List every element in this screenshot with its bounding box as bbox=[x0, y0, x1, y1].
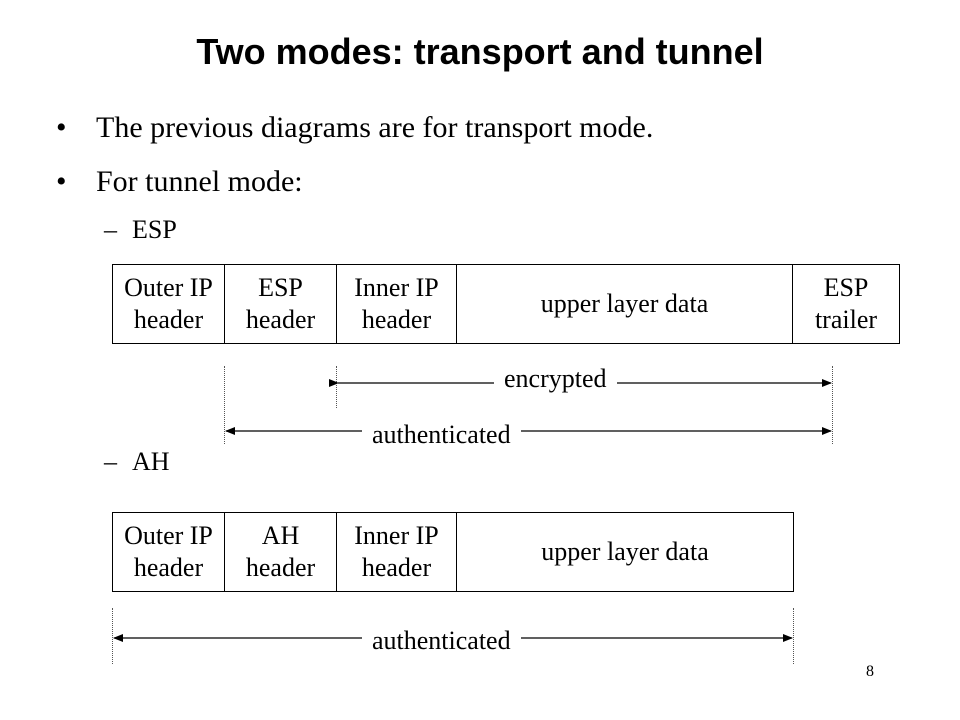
bullet-text: For tunnel mode: bbox=[96, 165, 303, 198]
sub-bullet-label: AH bbox=[132, 447, 170, 476]
field-label: upper layer data bbox=[541, 537, 709, 566]
encrypted-label: encrypted bbox=[494, 364, 617, 394]
esp-packet-diagram: Outer IP header ESP header Inner IP head… bbox=[112, 264, 900, 344]
esp-authenticated-label: authenticated bbox=[362, 420, 521, 450]
bullet-dot: • bbox=[56, 111, 67, 144]
esp-field-esp-trailer: ESP trailer bbox=[793, 265, 899, 343]
dotted-guide-line bbox=[112, 608, 113, 664]
bullet-dot: • bbox=[56, 165, 67, 198]
dotted-guide-line bbox=[793, 608, 794, 664]
dash-marker: – bbox=[104, 447, 117, 476]
sub-bullet-esp: –ESP bbox=[104, 214, 177, 246]
ah-field-upper-layer-data: upper layer data bbox=[457, 513, 793, 591]
ah-field-inner-ip-header: Inner IP header bbox=[337, 513, 457, 591]
field-label: Outer IP header bbox=[124, 273, 213, 334]
sub-bullet-ah: –AH bbox=[104, 446, 170, 478]
field-label: upper layer data bbox=[540, 289, 709, 318]
esp-field-outer-ip-header: Outer IP header bbox=[113, 265, 225, 343]
dotted-guide-line bbox=[832, 366, 833, 444]
slide-title: Two modes: transport and tunnel bbox=[196, 31, 764, 72]
sub-bullet-label: ESP bbox=[132, 215, 177, 244]
esp-field-upper-layer-data: upper layer data bbox=[457, 265, 793, 343]
field-label: Outer IP header bbox=[124, 521, 213, 582]
page-number: 8 bbox=[866, 663, 874, 680]
esp-field-esp-header: ESP header bbox=[225, 265, 337, 343]
field-label: AH header bbox=[245, 521, 316, 582]
dotted-guide-line bbox=[336, 366, 337, 408]
ah-authenticated-label: authenticated bbox=[362, 626, 521, 656]
dash-marker: – bbox=[104, 215, 117, 244]
esp-field-inner-ip-header: Inner IP header bbox=[337, 265, 457, 343]
field-label: Inner IP header bbox=[354, 273, 439, 334]
ah-field-outer-ip-header: Outer IP header bbox=[113, 513, 225, 591]
dotted-guide-line bbox=[224, 366, 225, 444]
ah-packet-diagram: Outer IP header AH header Inner IP heade… bbox=[112, 512, 794, 592]
bullet-text: The previous diagrams are for transport … bbox=[96, 111, 654, 144]
ah-field-ah-header: AH header bbox=[225, 513, 337, 591]
field-label: Inner IP header bbox=[354, 521, 439, 582]
field-label: ESP trailer bbox=[814, 273, 878, 334]
field-label: ESP header bbox=[245, 273, 316, 334]
